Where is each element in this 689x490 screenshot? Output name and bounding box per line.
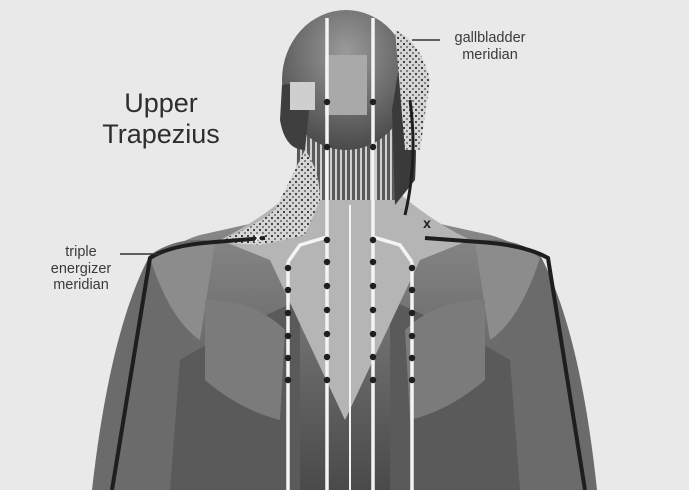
acupoint (370, 144, 376, 150)
acupoint (324, 99, 330, 105)
head-occiput-light (325, 55, 367, 115)
acupoint (285, 265, 291, 271)
acupoint (409, 265, 415, 271)
acupoint (285, 377, 291, 383)
gallbladder-meridian-label: gallbladder meridian (443, 30, 537, 63)
acupoint (409, 310, 415, 316)
acupoint (370, 99, 376, 105)
acupoint (324, 144, 330, 150)
acupoint (409, 287, 415, 293)
acupoint (370, 307, 376, 313)
acupoint (324, 377, 330, 383)
acupoint (285, 333, 291, 339)
acupoint (409, 333, 415, 339)
triple-energizer-meridian-label: triple energizer meridian (36, 244, 126, 294)
figure-title: Upper Trapezius (95, 88, 227, 150)
acupoint (324, 331, 330, 337)
acupoint (370, 331, 376, 337)
acupoint (370, 283, 376, 289)
acupoint (370, 354, 376, 360)
acupoint (409, 377, 415, 383)
acupoint (370, 237, 376, 243)
acupoint (285, 310, 291, 316)
acupoint (370, 377, 376, 383)
acupoint (370, 259, 376, 265)
acupoint (324, 307, 330, 313)
acupoint (324, 237, 330, 243)
acupoint (285, 355, 291, 361)
acupoint (324, 259, 330, 265)
trigger-point-marker-right: x (423, 215, 431, 231)
trigger-point-marker-left: x (254, 229, 262, 245)
acupoint (324, 283, 330, 289)
acupoint (324, 354, 330, 360)
acupoint (409, 355, 415, 361)
acupoint (285, 287, 291, 293)
left-temporal-light (290, 82, 315, 110)
